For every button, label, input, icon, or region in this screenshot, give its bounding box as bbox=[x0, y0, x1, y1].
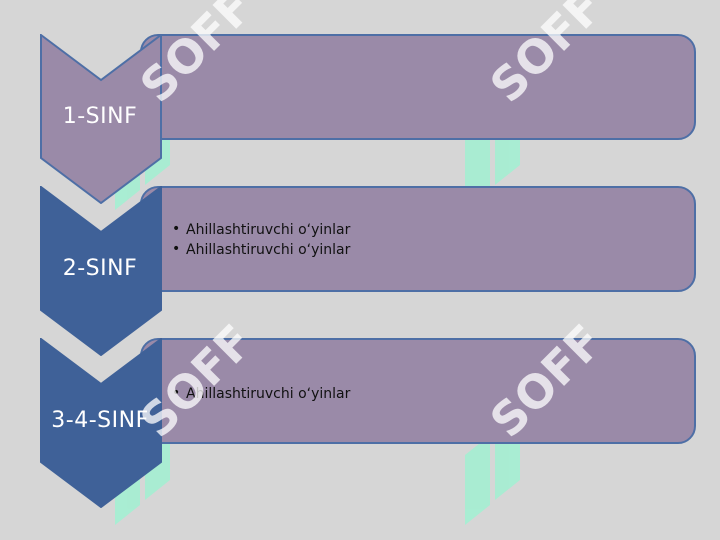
level-1-content-box bbox=[140, 34, 696, 140]
level-3-bullet-list: Ahillashtiruvchi o‘yinlar bbox=[172, 383, 350, 404]
level-2-content-box: Ahillashtiruvchi o‘yinlar Ahillashtiruvc… bbox=[140, 186, 696, 292]
level-1-chevron bbox=[40, 34, 162, 204]
level-1-label: 1-SINF bbox=[62, 104, 138, 129]
level-2-bullet-list: Ahillashtiruvchi o‘yinlar Ahillashtiruvc… bbox=[172, 219, 350, 260]
level-3-chevron bbox=[40, 338, 162, 508]
list-item: Ahillashtiruvchi o‘yinlar bbox=[172, 383, 350, 404]
list-item: Ahillashtiruvchi o‘yinlar bbox=[172, 239, 350, 260]
level-2-label: 2-SINF bbox=[62, 256, 138, 281]
list-item: Ahillashtiruvchi o‘yinlar bbox=[172, 219, 350, 240]
level-3-label: 3-4-SINF bbox=[51, 408, 149, 433]
level-3-content-box: Ahillashtiruvchi o‘yinlar bbox=[140, 338, 696, 444]
level-2-chevron bbox=[40, 186, 162, 356]
